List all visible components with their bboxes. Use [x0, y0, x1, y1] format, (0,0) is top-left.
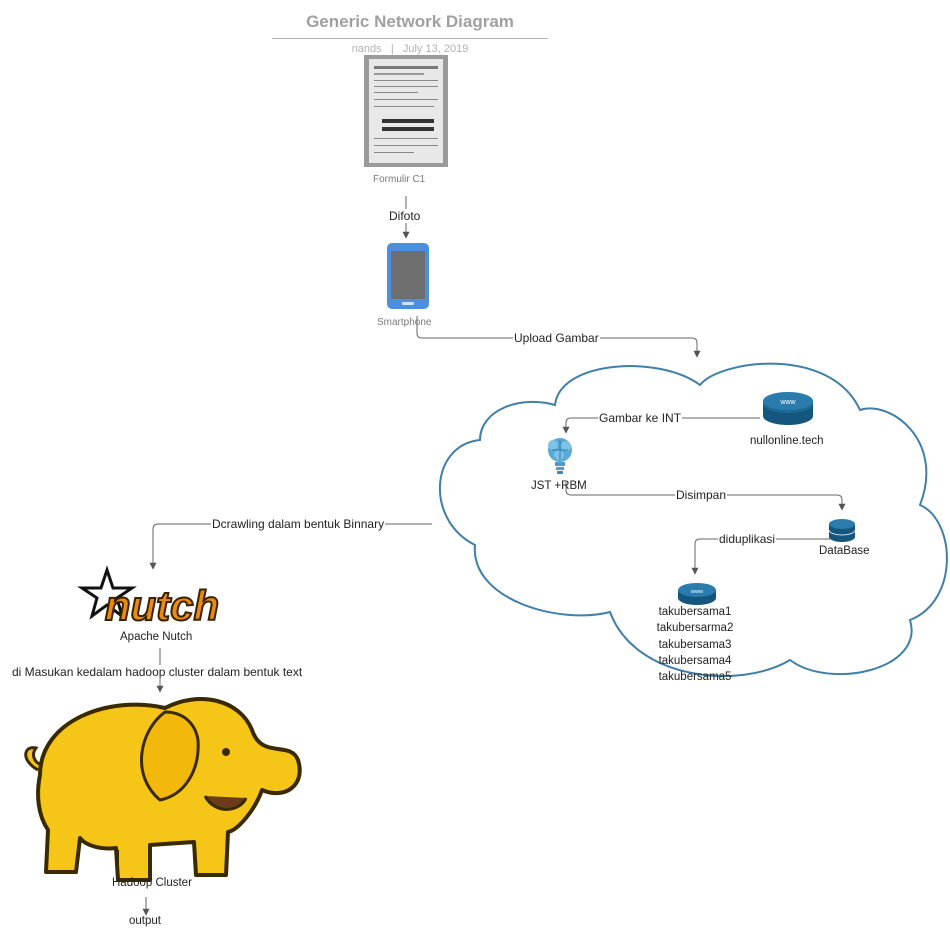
- server-badge-text: www: [779, 399, 796, 406]
- brain-label: JST +RBM: [531, 480, 587, 492]
- smartphone-label: Smartphone: [377, 317, 432, 328]
- site-item-5: takubersama5: [658, 671, 732, 684]
- site-item-2: takubersarma2: [656, 622, 734, 635]
- server-label: nullonline.tech: [750, 435, 824, 447]
- edge-server-to-brain: [562, 417, 760, 434]
- web-server-icon: www: [763, 392, 813, 425]
- form-document-image: [364, 55, 448, 167]
- site-item-4: takubersama4: [658, 654, 732, 667]
- edge-label-upload: Upload Gambar: [513, 331, 600, 345]
- site-list: takubersama1 takubersarma2 takubersama3 …: [637, 604, 753, 685]
- edge-label-masukan: di Masukan kedalam hadoop cluster dalam …: [11, 665, 304, 679]
- site-item-3: takubersama3: [658, 638, 732, 651]
- site-server-icon: www: [678, 583, 716, 605]
- nutch-label: Apache Nutch: [120, 631, 193, 643]
- apache-nutch-logo: nutch: [77, 565, 220, 630]
- diagram-title: Generic Network Diagram: [306, 12, 514, 31]
- edge-label-difoto: Difoto: [388, 209, 422, 223]
- title-divider: [272, 38, 548, 39]
- edge-label-diduplikasi: diduplikasi: [718, 532, 777, 546]
- hadoop-elephant-logo: [24, 697, 302, 882]
- date: July 13, 2019: [402, 43, 469, 55]
- edge-cloud-to-nutch: [149, 523, 432, 570]
- byline-separator: |: [390, 43, 394, 55]
- author: nands: [351, 43, 382, 55]
- edge-label-gambar-int: Gambar ke INT: [598, 411, 683, 425]
- hadoop-label: Hadoop Cluster: [112, 877, 192, 889]
- edge-label-crawling: Dcrawling dalam bentuk Binnary: [211, 517, 386, 531]
- output-label: output: [129, 915, 161, 927]
- edge-label-disimpan: Disimpan: [675, 488, 728, 502]
- smartphone-icon: [387, 243, 429, 309]
- form-label: Formulir C1: [373, 174, 426, 185]
- brain-bulb-icon: [548, 438, 572, 474]
- site-badge-text: www: [690, 589, 703, 595]
- edge-db-to-sites: [691, 538, 830, 575]
- nutch-logo-text: nutch: [105, 582, 219, 629]
- site-item-1: takubersama1: [658, 606, 732, 618]
- database-icon: [828, 519, 856, 542]
- database-label: DataBase: [819, 545, 870, 557]
- byline: nands | July 13, 2019: [272, 43, 548, 55]
